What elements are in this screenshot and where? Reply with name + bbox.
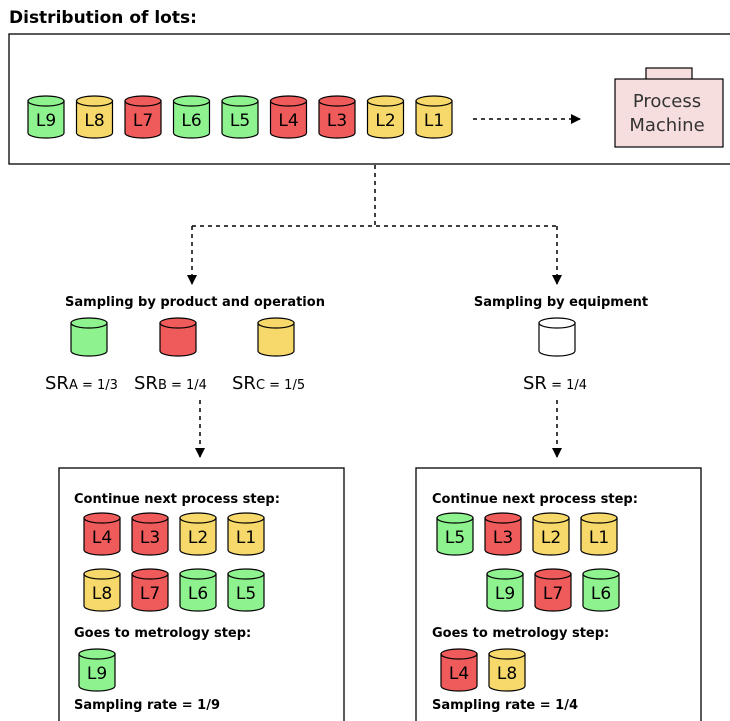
sampling-rate-a: SRA = 1/3	[45, 373, 118, 394]
sampling-rate-equipment: SR = 1/4	[523, 373, 587, 394]
lot-queue-box	[8, 33, 730, 165]
rate-cylinder-c	[257, 317, 295, 357]
right-continue-label: Continue next process step:	[432, 492, 638, 507]
right-continue-lot-l9-label: L9	[495, 584, 515, 604]
left-continue-label: Continue next process step:	[74, 492, 280, 507]
right-continue-lot-l7-label: L7	[543, 584, 563, 604]
machine-label-line2: Machine	[629, 115, 704, 136]
right-heading: Sampling by equipment	[474, 295, 648, 310]
right-continue-lot-l2-label: L2	[541, 528, 561, 548]
lot-cylinder-l8: L8	[75, 95, 114, 139]
lot-cylinder-l6-label: L6	[181, 111, 201, 131]
right-metrology-lots: L4 L8	[440, 648, 526, 692]
machine-body	[614, 78, 724, 148]
left-heading: Sampling by product and operation	[65, 295, 325, 310]
left-continue-lot-l5: L5	[227, 568, 265, 612]
left-sampling-rate-result: Sampling rate = 1/9	[74, 698, 220, 713]
left-continue-lot-l1-label: L1	[236, 528, 256, 548]
left-result-box	[58, 467, 345, 721]
right-continue-lot-l7: L7	[534, 568, 572, 612]
left-continue-row-2: L8 L7 L6 L5	[83, 568, 265, 612]
left-continue-lot-l5-label: L5	[236, 584, 256, 604]
right-metrology-lot-l4-label: L4	[449, 664, 469, 684]
left-metrology-label: Goes to metrology step:	[74, 626, 251, 641]
lot-cylinder-l9: L9	[27, 95, 65, 139]
lot-cylinder-l8-label: L8	[84, 111, 104, 131]
left-continue-lot-l6: L6	[179, 568, 217, 612]
lot-cylinder-l5: L5	[221, 95, 259, 139]
left-continue-row-1: L4 L3 L2 L1	[83, 512, 265, 556]
right-sampling-rate: SR = 1/4	[523, 317, 587, 394]
sampling-rate-c: SRC = 1/5	[232, 373, 305, 394]
left-metrology-lot-l9: L9	[78, 648, 116, 692]
lot-cylinder-l9-label: L9	[36, 111, 56, 131]
rate-cylinder-b	[159, 317, 197, 357]
lot-cylinder-l1: L1	[415, 95, 453, 139]
left-continue-lot-l8-label: L8	[92, 584, 112, 604]
lot-cylinder-l3-label: L3	[327, 111, 347, 131]
sampling-rate-b: SRB = 1/4	[134, 373, 207, 394]
left-sampling-rates: SRA = 1/3 SRB = 1/4 SRC = 1/5	[45, 317, 305, 394]
left-continue-lot-l8: L8	[83, 568, 121, 612]
rate-cylinder-a	[70, 317, 108, 357]
machine-top-tab	[645, 67, 693, 81]
left-continue-lot-l4: L4	[83, 512, 121, 556]
right-continue-lot-l6: L6	[582, 568, 620, 612]
right-continue-lot-l3-label: L3	[493, 528, 513, 548]
left-continue-lot-l4-label: L4	[92, 528, 112, 548]
split-connector	[187, 165, 562, 285]
left-continue-lot-l2: L2	[179, 512, 217, 556]
machine-label-line1: Process	[633, 91, 701, 112]
right-sampling-rate-result: Sampling rate = 1/4	[432, 698, 578, 713]
right-continue-lot-l3: L3	[484, 512, 522, 556]
right-metrology-lot-l8: L8	[488, 648, 526, 692]
right-continue-lot-l5: L5	[436, 512, 474, 556]
rate-cylinder-equipment	[538, 317, 576, 357]
right-continue-lot-l9: L9	[486, 568, 524, 612]
left-metrology-lot-l9-label: L9	[87, 664, 107, 684]
left-continue-lot-l3-label: L3	[140, 528, 160, 548]
left-continue-lot-l3: L3	[131, 512, 169, 556]
right-continue-lot-l1: L1	[580, 512, 618, 556]
left-continue-lot-l2-label: L2	[188, 528, 208, 548]
lot-cylinder-l2: L2	[366, 95, 405, 139]
right-metrology-lot-l8-label: L8	[497, 664, 517, 684]
right-metrology-label: Goes to metrology step:	[432, 626, 609, 641]
right-result-box	[415, 467, 702, 721]
left-continue-lot-l7: L7	[131, 568, 169, 612]
lot-cylinder-l7: L7	[124, 95, 162, 139]
lot-cylinder-l5-label: L5	[230, 111, 250, 131]
lot-cylinder-l3: L3	[318, 95, 356, 139]
right-metrology-lot-l4: L4	[440, 648, 478, 692]
left-metrology-lots: L9	[78, 648, 116, 692]
left-continue-lot-l1: L1	[227, 512, 265, 556]
right-continue-lot-l2: L2	[532, 512, 570, 556]
right-continue-row-1: L5 L3 L2 L1	[436, 512, 618, 556]
right-continue-lot-l1-label: L1	[589, 528, 609, 548]
process-machine: Process Machine	[614, 67, 724, 148]
left-continue-lot-l6-label: L6	[188, 584, 208, 604]
lot-cylinder-l1-label: L1	[424, 111, 444, 131]
lot-cylinder-l2-label: L2	[375, 111, 395, 131]
right-continue-row-2: L9 L7 L6	[486, 568, 620, 612]
lot-cylinder-l7-label: L7	[133, 111, 153, 131]
lot-cylinder-l4-label: L4	[278, 111, 298, 131]
right-continue-lot-l5-label: L5	[445, 528, 465, 548]
left-continue-lot-l7-label: L7	[140, 584, 160, 604]
right-continue-lot-l6-label: L6	[591, 584, 611, 604]
lot-cylinder-l6: L6	[172, 95, 211, 139]
lot-cylinder-l4: L4	[269, 95, 308, 139]
lot-queue: L9 L8 L7 L6 L5 L4 L3 L2 L1	[27, 95, 453, 139]
page-title: Distribution of lots:	[9, 8, 197, 28]
